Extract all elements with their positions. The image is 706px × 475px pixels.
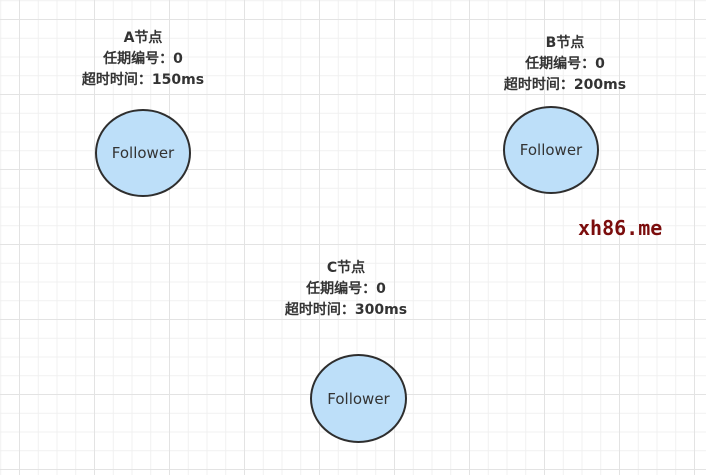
node-c-term: 任期编号：0 <box>306 281 386 297</box>
node-c-state: Follower <box>327 389 390 408</box>
node-a-name: A节点 <box>123 30 163 46</box>
node-b-name: B节点 <box>545 35 585 51</box>
node-b-term: 任期编号：0 <box>525 56 605 72</box>
node-b-state: Follower <box>519 141 583 159</box>
node-a-state: Follower <box>111 144 175 162</box>
node-c-name: C节点 <box>326 260 366 276</box>
node-b-circle[interactable]: Follower <box>503 106 599 194</box>
watermark: xh86.me <box>578 216 663 240</box>
node-b-timeout: 超时时间：200ms <box>503 77 627 93</box>
node-c-circle[interactable]: Follower <box>310 354 407 443</box>
node-c-label: C节点 任期编号：0 超时时间：300ms <box>285 258 407 321</box>
node-a-timeout: 超时时间：150ms <box>81 72 205 88</box>
node-a-term: 任期编号：0 <box>103 51 183 67</box>
node-c-timeout: 超时时间：300ms <box>284 302 408 318</box>
node-a-circle[interactable]: Follower <box>95 109 191 197</box>
node-a-label: A节点 任期编号：0 超时时间：150ms <box>82 28 204 91</box>
node-b-label: B节点 任期编号：0 超时时间：200ms <box>504 33 626 96</box>
